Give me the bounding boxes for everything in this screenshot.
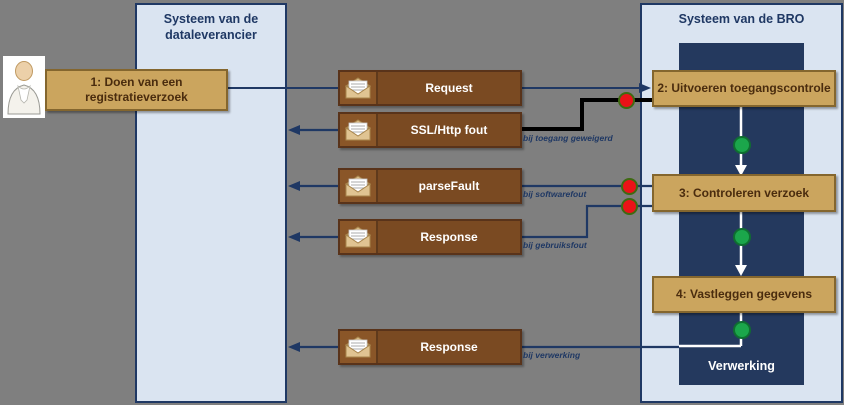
envelope-icon	[340, 331, 378, 363]
processing-label: Verwerking	[708, 359, 775, 373]
state-dot-3	[733, 321, 751, 339]
step-box-1: 1: Doen van een registratieverzoek	[45, 69, 228, 111]
message-ssl-label: SSL/Http fout	[410, 123, 488, 137]
lane-dataleverancier: Systeem van de dataleverancier	[135, 3, 287, 403]
message-request-label: Request	[425, 81, 473, 95]
envelope-icon	[340, 72, 378, 104]
state-dot-2	[733, 228, 751, 246]
condition-gebruiksfout: bij gebruiksfout	[523, 240, 587, 250]
message-response-2-label: Response	[420, 340, 478, 354]
return-arrows	[288, 125, 338, 352]
condition-softwarefout: bij softwarefout	[523, 189, 587, 199]
step-1-label: 1: Doen van een registratieverzoek	[85, 75, 188, 104]
message-ssl-http-fout: SSL/Http fout	[338, 112, 522, 148]
state-dot-1	[733, 136, 751, 154]
error-dot-step3-b	[621, 198, 638, 215]
step-3-label: 3: Controleren verzoek	[678, 185, 810, 200]
actor-frame	[3, 56, 45, 118]
message-parsefault-label: parseFault	[418, 179, 480, 193]
condition-verwerking: bij verwerking	[523, 350, 581, 360]
step-box-3: 3: Controleren verzoek	[652, 174, 836, 212]
person-icon	[7, 61, 41, 115]
envelope-icon	[340, 114, 378, 146]
step-4-label: 4: Vastleggen gegevens	[675, 287, 813, 301]
step-box-4: 4: Vastleggen gegevens	[652, 276, 836, 313]
step-2-label: 2: Uitvoeren toegangscontrole	[657, 81, 831, 95]
envelope-icon	[340, 170, 378, 202]
lane-bro-title: Systeem van de BRO	[678, 12, 805, 26]
message-response-1: Response	[338, 219, 522, 255]
error-dot-step2	[618, 92, 635, 109]
error-dot-step3-a	[621, 178, 638, 195]
message-request: Request	[338, 70, 522, 106]
lane-dataleverancier-title: Systeem van de dataleverancier	[163, 12, 259, 43]
message-parsefault: parseFault	[338, 168, 522, 204]
condition-toegang-geweigerd: bij toegang geweigerd	[523, 133, 613, 143]
message-response-2: Response	[338, 329, 522, 365]
step-box-2: 2: Uitvoeren toegangscontrole	[652, 70, 836, 107]
envelope-icon	[340, 221, 378, 253]
message-response-1-label: Response	[420, 230, 478, 244]
